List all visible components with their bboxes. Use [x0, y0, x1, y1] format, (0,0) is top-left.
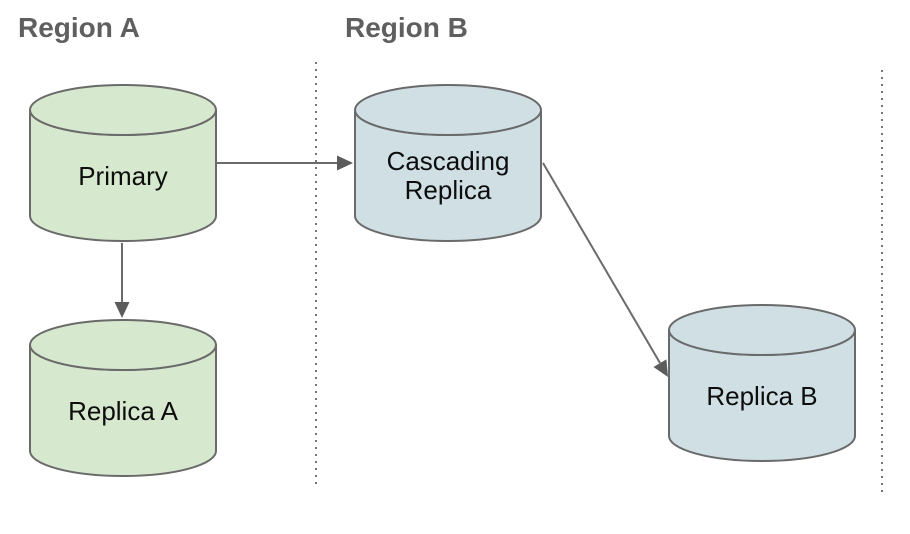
database-cylinder-icon — [354, 84, 542, 242]
region-a-label: Region A — [18, 12, 140, 43]
node-cascading-replica-label: Cascading Replica — [386, 146, 510, 205]
arrow-cascading-to-replica-b-arrowhead — [653, 359, 668, 377]
arrow-primary-to-cascading-arrowhead — [337, 155, 353, 171]
node-replica-a: Replica A — [28, 318, 218, 478]
node-primary-label: Primary — [78, 160, 168, 191]
region-divider-dotted-line — [315, 62, 317, 488]
node-primary: Primary — [28, 83, 218, 243]
database-cylinder-icon — [29, 84, 217, 242]
node-cascading-replica: Cascading Replica — [353, 83, 543, 243]
node-replica-b: Replica B — [667, 303, 857, 463]
node-replica-a-label: Replica A — [68, 395, 178, 426]
right-boundary-dotted-line — [881, 70, 883, 494]
arrow-cascading-to-replica-b-line — [542, 162, 661, 364]
database-cylinder-icon — [668, 304, 856, 462]
database-cylinder-icon — [29, 319, 217, 477]
region-b-label: Region B — [345, 12, 468, 43]
arrow-primary-to-replica-a-arrowhead — [114, 302, 130, 318]
node-replica-b-label: Replica B — [706, 380, 818, 411]
